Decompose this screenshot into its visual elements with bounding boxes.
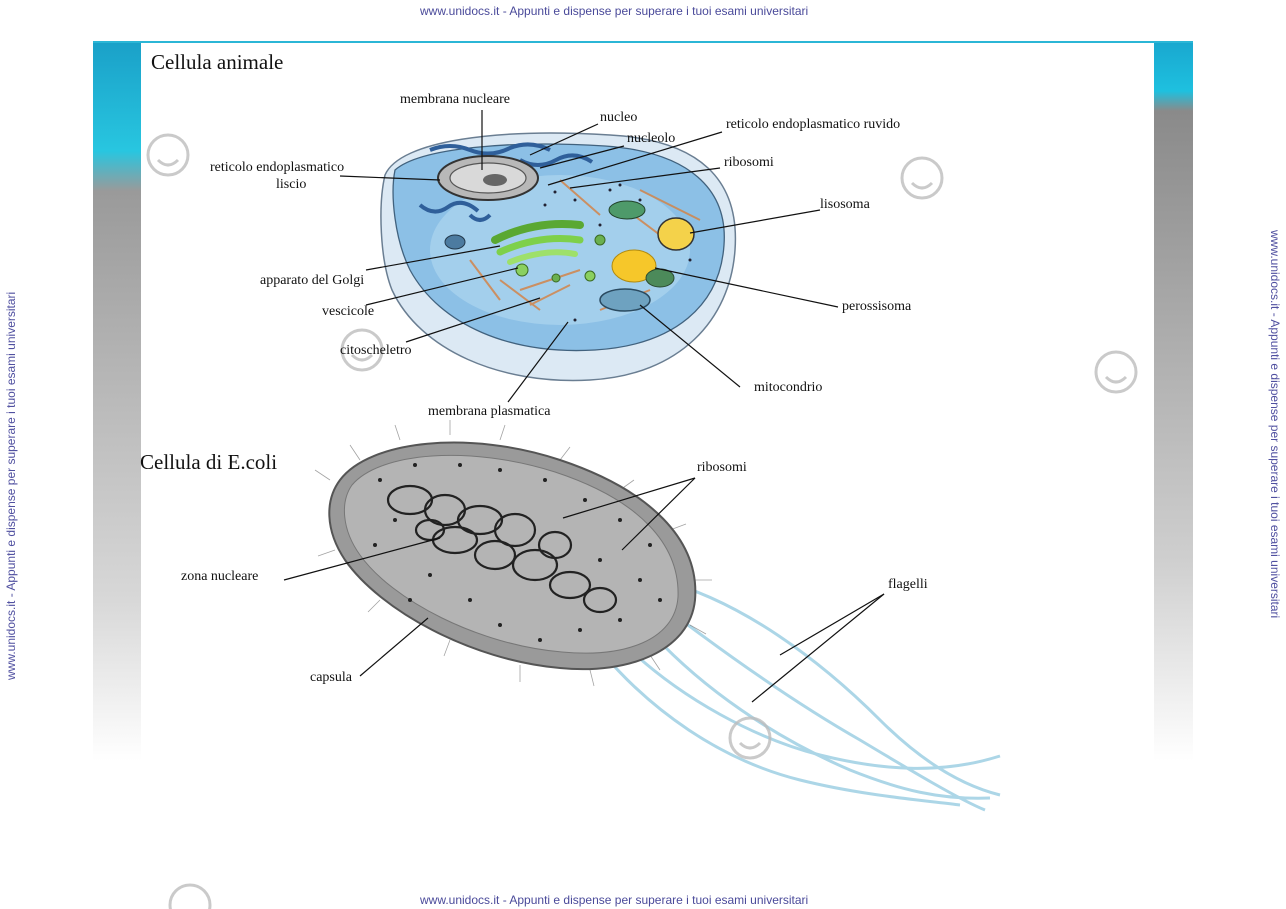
label-zona-nucleare: zona nucleare: [181, 569, 258, 585]
label-ribosomi-ecoli: ribosomi: [697, 460, 747, 476]
label-ser-line2: liscio: [276, 177, 306, 193]
label-capsula: capsula: [310, 670, 352, 686]
label-perossisoma: perossisoma: [842, 299, 911, 315]
label-membrana-nucleare: membrana nucleare: [400, 92, 510, 108]
label-citoscheletro: citoscheletro: [340, 343, 412, 359]
label-golgi: apparato del Golgi: [260, 273, 364, 289]
label-vescicole: vescicole: [322, 304, 374, 320]
label-lisosoma: lisosoma: [820, 197, 870, 213]
label-flagelli: flagelli: [888, 577, 928, 593]
animal-cell-title: Cellula animale: [151, 50, 283, 75]
label-nucleolo: nucleolo: [627, 131, 675, 147]
ecoli-cell-illustration: [315, 420, 1000, 810]
label-ribosomi-animal: ribosomi: [724, 155, 774, 171]
label-membrana-plasmatica: membrana plasmatica: [428, 404, 550, 420]
label-ser-line1: reticolo endoplasmatico: [210, 160, 344, 176]
label-mitocondrio: mitocondrio: [754, 380, 822, 396]
label-rer: reticolo endoplasmatico ruvido: [726, 117, 900, 133]
ecoli-cell-title: Cellula di E.coli: [140, 450, 277, 475]
animal-cell-illustration: [381, 133, 735, 380]
label-nucleo: nucleo: [600, 110, 637, 126]
